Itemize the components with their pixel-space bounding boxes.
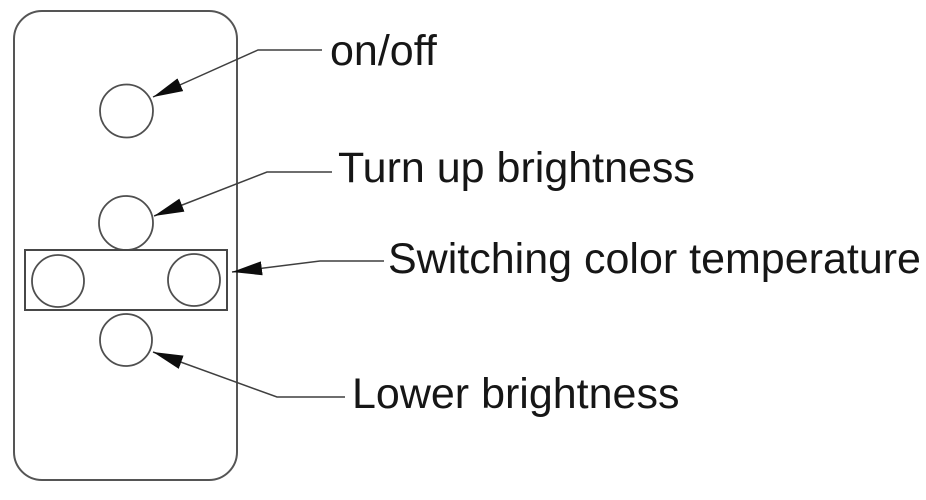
color-temperature-label: Switching color temperature bbox=[388, 235, 921, 283]
color-temperature-leader-arrow bbox=[231, 260, 384, 276]
color-temperature-left-button bbox=[31, 254, 85, 308]
brightness-up-button bbox=[98, 195, 154, 251]
brightness-down-label: Lower brightness bbox=[352, 370, 679, 418]
brightness-down-leader-arrow bbox=[152, 351, 345, 398]
power-label: on/off bbox=[330, 27, 438, 75]
remote-body-outline bbox=[13, 10, 238, 481]
color-temperature-right-button bbox=[167, 253, 221, 307]
brightness-up-label: Turn up brightness bbox=[338, 144, 695, 192]
power-button bbox=[99, 83, 154, 139]
brightness-up-leader-arrow bbox=[153, 171, 332, 217]
power-leader-arrow bbox=[152, 49, 322, 98]
brightness-down-button bbox=[99, 313, 153, 367]
color-temperature-bar bbox=[24, 249, 228, 311]
